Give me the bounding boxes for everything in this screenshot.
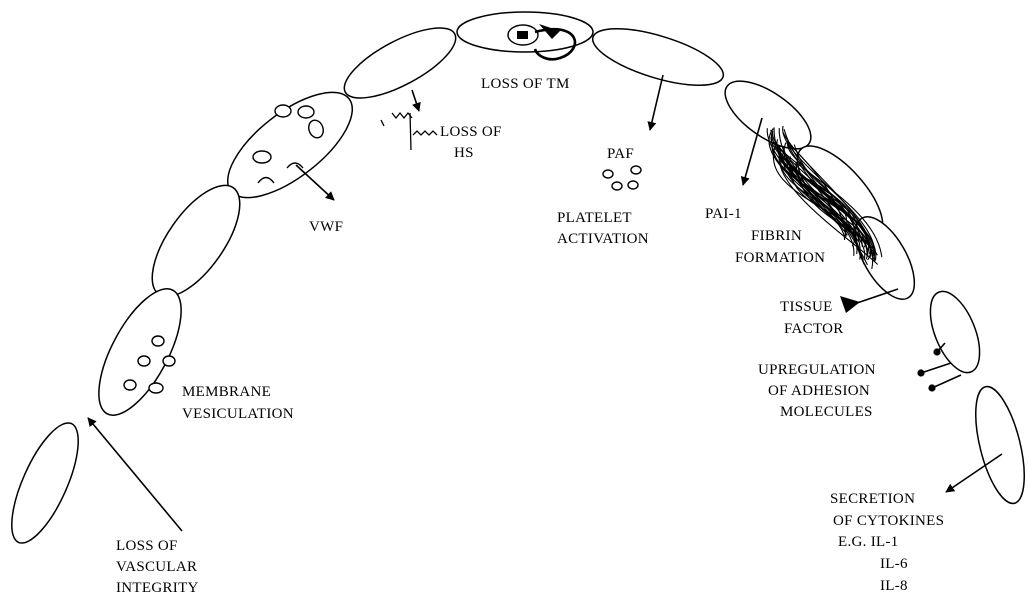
endothelial-cell (136, 172, 256, 311)
paf-arrow (650, 75, 663, 130)
endothelial-cell (966, 382, 1028, 508)
membrane-vesiculation-label: MEMBRANE (182, 384, 271, 400)
fibrin-formation-label: FORMATION (735, 250, 825, 266)
arrows (88, 75, 1002, 531)
paf-label: PAF (607, 146, 634, 162)
loss-of-hs-label: HS (454, 145, 474, 161)
loss-of-hs-label: LOSS OF (440, 124, 502, 140)
tissue-factor-label: FACTOR (784, 321, 844, 337)
platelet-activation-label: PLATELET (557, 210, 632, 226)
adhesion-molecules-label: UPREGULATION (758, 362, 876, 378)
cytokine-secretion-label: SECRETION (830, 491, 915, 507)
heparan-sulfate-symbol (381, 113, 437, 150)
hs-arrow (412, 90, 419, 111)
cytokine-secretion-label: OF CYTOKINES (833, 513, 944, 529)
cytokine-secretion-label: IL-8 (880, 578, 908, 594)
endothelial-cell (920, 285, 989, 380)
fibrin-formation-label: FIBRIN (751, 228, 802, 244)
adhesion-molecules-label: OF ADHESION (768, 383, 870, 399)
detached-endothelial-cell (0, 415, 92, 552)
tissue-factor-label: TISSUE (780, 299, 833, 315)
platelet-activation-label: ACTIVATION (557, 231, 649, 247)
vwf-label: VWF (309, 219, 343, 235)
vwf-arrow (296, 165, 334, 200)
cytokine-secretion-label: IL-6 (880, 556, 908, 572)
endothelial-cell (587, 17, 729, 97)
loss-of-tm-label: LOSS OF TM (481, 76, 570, 92)
cytokine-secretion-label: E.G. IL-1 (838, 534, 899, 550)
vascular-integrity-label: VASCULAR (116, 559, 197, 575)
membrane-vesiculation-label: VESICULATION (182, 406, 294, 422)
adhesion-molecules-label: MOLECULES (780, 404, 873, 420)
vascular-integrity-label: INTEGRITY (116, 580, 199, 596)
endothelial-cell (335, 14, 465, 111)
endothelial-cell (82, 277, 197, 427)
endothelial-cells (0, 12, 1028, 551)
platelet-circles (603, 166, 641, 190)
tissue-factor-symbol (840, 289, 898, 313)
vascular-integrity-arrow (88, 418, 182, 531)
vascular-integrity-label: LOSS OF (116, 538, 178, 554)
pai1-label: PAI-1 (705, 206, 742, 222)
